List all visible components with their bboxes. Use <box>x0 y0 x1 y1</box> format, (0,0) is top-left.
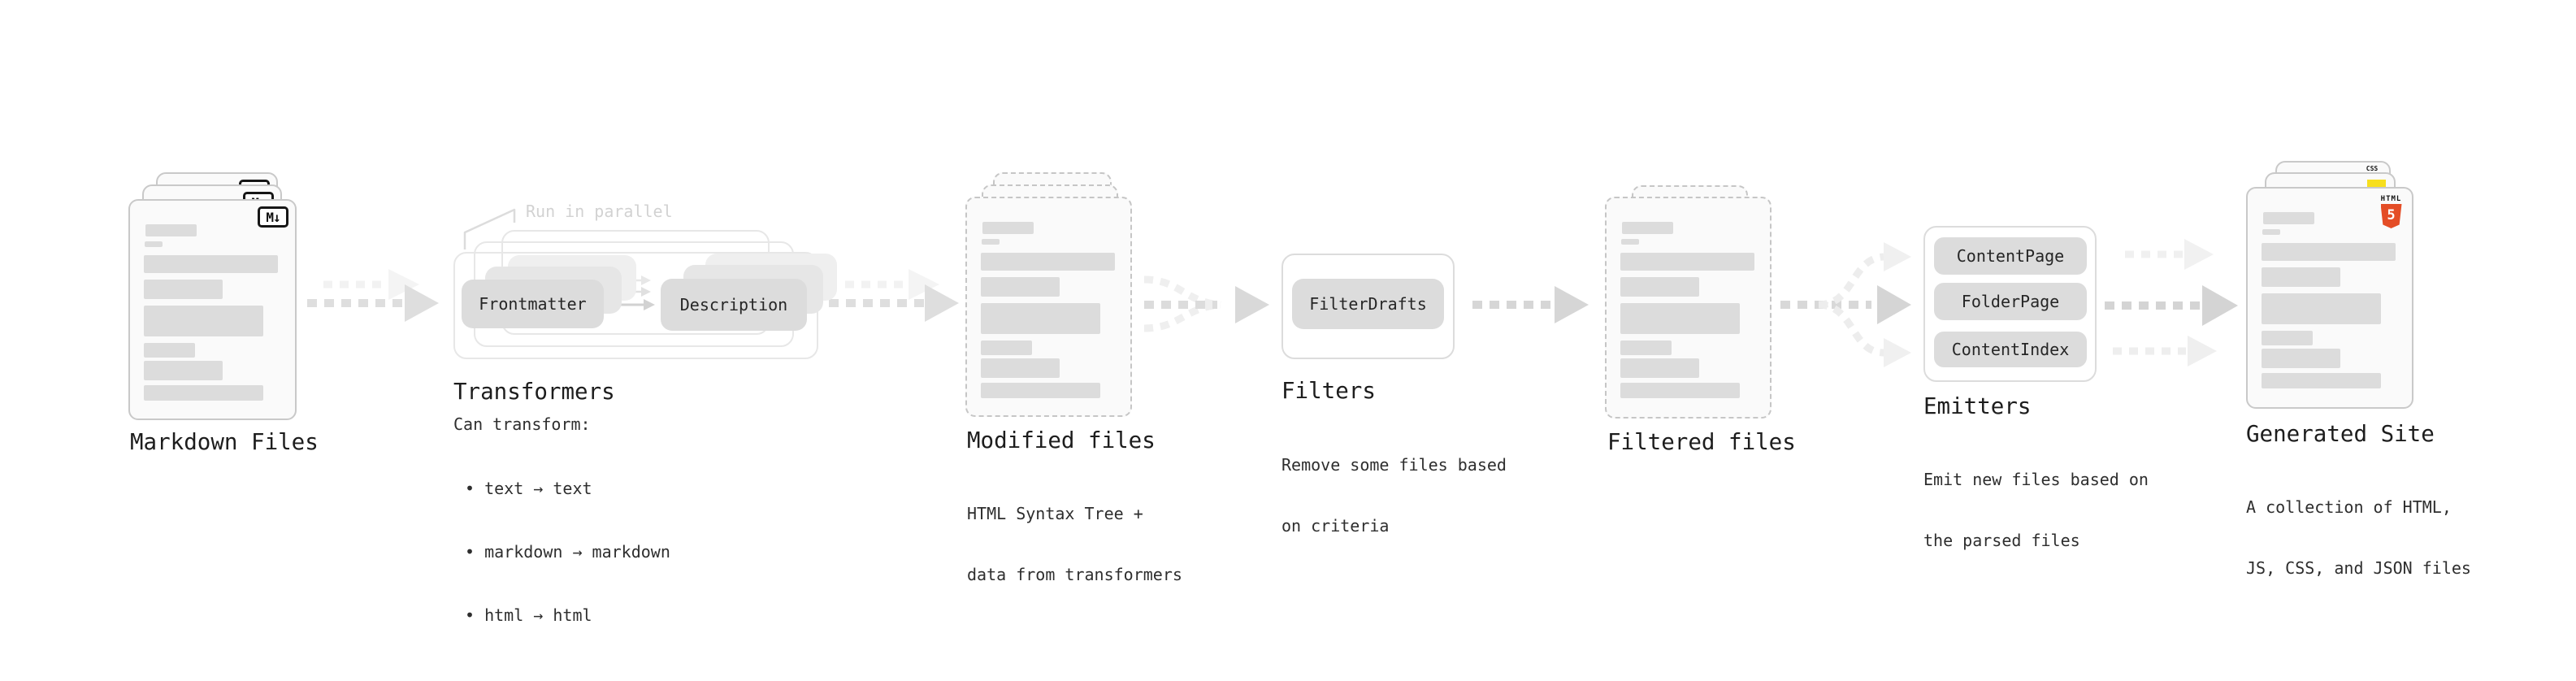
text-line-placeholder <box>981 383 1100 398</box>
text-line-placeholder <box>1620 358 1699 378</box>
filters-box <box>1281 254 1455 359</box>
frontmatter-pill: Frontmatter <box>462 280 604 328</box>
text-line-placeholder <box>145 224 197 236</box>
text-line-placeholder <box>982 239 1000 245</box>
emitters-box <box>1923 226 2097 382</box>
html5-logo-text: HTML <box>2380 195 2402 203</box>
folderpage-pill: FolderPage <box>1934 283 2087 320</box>
generated-site-desc: A collection of HTML, JS, CSS, and JSON … <box>2246 457 2471 599</box>
transformers-bullet-list: • text → text • markdown → markdown • ht… <box>465 436 670 647</box>
text-line-placeholder <box>981 303 1100 334</box>
text-line-placeholder <box>981 358 1060 378</box>
text-line-placeholder <box>2262 243 2396 261</box>
text-line-placeholder <box>1620 277 1699 297</box>
run-in-parallel-annotation: Run in parallel <box>526 202 673 221</box>
filtered-file-card-front <box>1605 197 1772 419</box>
filters-label: Filters <box>1281 378 1376 404</box>
text-line-placeholder <box>2262 293 2381 324</box>
text-line-placeholder <box>2262 331 2313 345</box>
filters-desc: Remove some files based on criteria <box>1281 414 1507 557</box>
text-line-placeholder <box>1620 383 1740 398</box>
description-pill: Description <box>661 279 807 331</box>
text-line-placeholder <box>145 241 163 247</box>
bullet-text-to-text: • text → text <box>465 479 592 498</box>
text-line-placeholder <box>2262 373 2381 388</box>
modified-files-desc-line1: HTML Syntax Tree + <box>967 504 1143 523</box>
arrow-modified-to-filters <box>1143 275 1269 332</box>
markdown-file-card-front: M↓ <box>128 199 297 420</box>
filtered-files-label: Filtered files <box>1607 429 1796 455</box>
html-file-card-front: HTML 5 <box>2246 187 2413 409</box>
modified-files-desc: HTML Syntax Tree + data from transformer… <box>967 463 1182 605</box>
text-line-placeholder <box>2263 212 2314 224</box>
bullet-html-to-html: • html → html <box>465 605 592 625</box>
text-line-placeholder <box>2262 267 2340 287</box>
arrow-transformers-to-modified <box>829 269 959 322</box>
text-line-placeholder <box>1620 253 1754 271</box>
filters-desc-line1: Remove some files based <box>1281 455 1507 475</box>
modified-files-label: Modified files <box>967 427 1156 453</box>
arrow-filters-to-filtered <box>1472 286 1589 323</box>
contentindex-pill: ContentIndex <box>1934 332 2087 367</box>
filterdrafts-pill: FilterDrafts <box>1292 279 1444 329</box>
text-line-placeholder <box>2262 349 2340 368</box>
text-line-placeholder <box>144 306 263 336</box>
text-line-placeholder <box>2262 229 2280 235</box>
markdown-icon: M↓ <box>258 206 288 228</box>
js-badge-icon <box>2367 180 2386 189</box>
modified-files-desc-line2: data from transformers <box>967 565 1182 584</box>
text-line-placeholder <box>144 280 223 299</box>
text-line-placeholder <box>982 222 1034 234</box>
contentpage-pill: ContentPage <box>1934 237 2087 275</box>
text-line-placeholder <box>981 340 1032 355</box>
generated-site-label: Generated Site <box>2246 421 2435 447</box>
arrow-markdown-to-transformers <box>307 269 439 322</box>
generated-site-desc-line1: A collection of HTML, <box>2246 497 2452 517</box>
text-line-placeholder <box>1622 222 1673 234</box>
emitters-desc: Emit new files based on the parsed files <box>1923 429 2149 571</box>
text-line-placeholder <box>1621 239 1639 245</box>
annotation-leader-line <box>463 208 516 249</box>
emitters-label: Emitters <box>1923 393 2032 419</box>
text-line-placeholder <box>144 255 278 273</box>
transformers-desc-intro: Can transform: <box>453 414 591 434</box>
text-line-placeholder <box>144 343 195 358</box>
filters-desc-line2: on criteria <box>1281 516 1390 536</box>
text-line-placeholder <box>1620 340 1672 355</box>
css-badge-text: CSS <box>2366 165 2379 172</box>
transformers-label: Transformers <box>453 379 615 405</box>
html5-shield: 5 <box>2380 204 2402 228</box>
arrow-filtered-to-emitters <box>1780 242 1911 367</box>
modified-file-card-front <box>965 197 1132 417</box>
text-line-placeholder <box>144 385 263 401</box>
markdown-files-label: Markdown Files <box>130 429 319 455</box>
arrow-emitters-to-generated <box>2105 239 2238 367</box>
text-line-placeholder <box>981 253 1115 271</box>
emitters-desc-line1: Emit new files based on <box>1923 470 2149 489</box>
emitters-desc-line2: the parsed files <box>1923 531 2080 550</box>
html5-logo-icon: HTML 5 <box>2380 195 2402 228</box>
text-line-placeholder <box>144 361 223 380</box>
bullet-markdown-to-markdown: • markdown → markdown <box>465 542 670 562</box>
text-line-placeholder <box>1620 303 1740 334</box>
text-line-placeholder <box>981 277 1060 297</box>
generated-site-desc-line2: JS, CSS, and JSON files <box>2246 558 2471 578</box>
